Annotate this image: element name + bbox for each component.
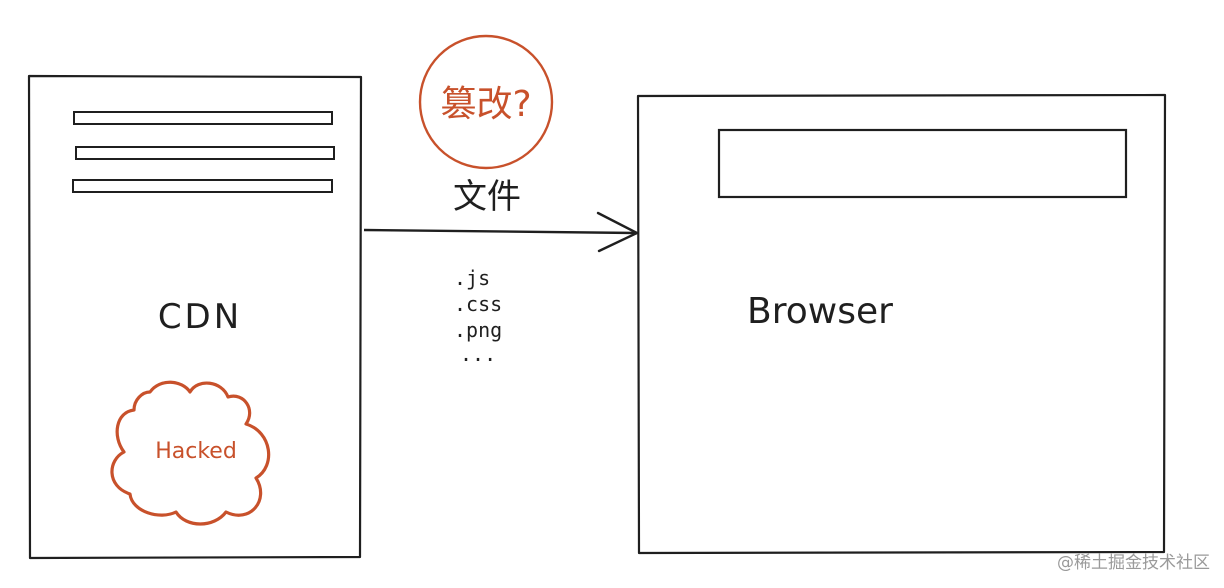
- file-type-list: .js .css .png ...: [454, 266, 502, 366]
- hacked-cloud-outline: [110, 380, 271, 526]
- file-type-item: .css: [454, 292, 502, 316]
- cdn-content-line-2: [75, 146, 335, 160]
- cdn-box-outline: [27, 74, 363, 560]
- cdn-box: CDN Hacked: [27, 74, 363, 560]
- watermark: @稀土掘金技术社区: [1057, 553, 1210, 573]
- hacked-cloud: Hacked: [110, 380, 271, 526]
- cdn-label: CDN: [158, 297, 242, 337]
- tamper-circle: [418, 34, 554, 170]
- browser-address-bar: [717, 128, 1128, 199]
- hacked-label: Hacked: [155, 439, 237, 464]
- file-type-item: ...: [460, 342, 496, 366]
- transfer-arrow-shaft: [363, 228, 637, 235]
- tamper-badge: 篡改?: [418, 34, 554, 170]
- file-type-item: .js: [454, 266, 490, 290]
- transfer-arrow-head: [596, 211, 639, 253]
- tamper-label: 篡改?: [440, 84, 531, 125]
- file-label: 文件: [453, 177, 521, 217]
- browser-box: Browser: [636, 93, 1167, 555]
- cdn-content-line-1: [73, 111, 333, 125]
- transfer-arrow: [363, 211, 639, 253]
- browser-label: Browser: [747, 291, 893, 332]
- browser-box-outline: [636, 93, 1167, 555]
- file-type-item: .png: [454, 318, 502, 342]
- cdn-content-line-3: [72, 179, 333, 193]
